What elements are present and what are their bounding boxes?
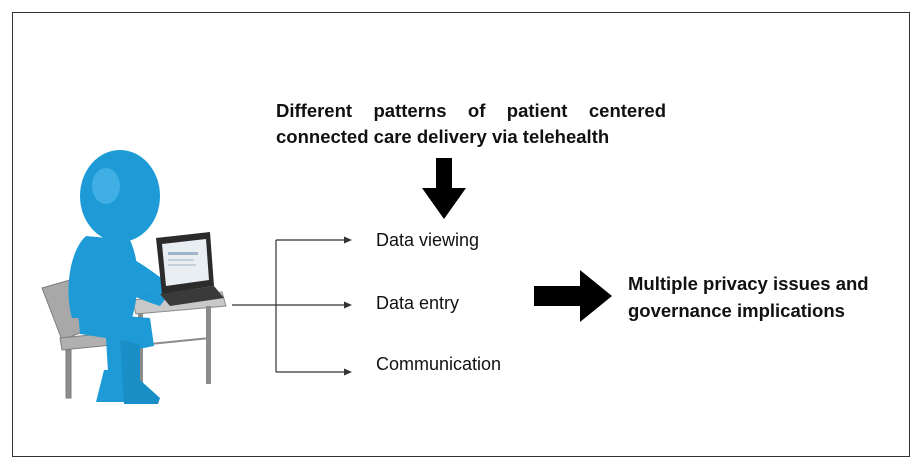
pattern-data-viewing: Data viewing <box>376 230 480 250</box>
pattern-communication: Communication <box>376 354 502 374</box>
title-line-1: Different patterns of patient centered <box>276 100 666 121</box>
down-arrow-icon <box>422 158 466 219</box>
person-at-laptop-illustration <box>41 150 227 404</box>
diagram-frame <box>12 12 910 457</box>
outcome-text: Multiple privacy issues and governance i… <box>628 270 869 324</box>
outcome-line-1: Multiple privacy issues and <box>628 273 869 294</box>
laptop <box>156 232 224 306</box>
outcome-line-2: governance implications <box>628 300 845 321</box>
branch-connector <box>232 236 352 376</box>
pattern-data-entry: Data entry <box>376 293 460 313</box>
right-arrow-icon <box>534 270 612 322</box>
diagram-title: Different patterns of patient centered c… <box>276 98 666 150</box>
title-line-2: connected care delivery via telehealth <box>276 126 610 147</box>
blue-figure <box>68 150 178 404</box>
